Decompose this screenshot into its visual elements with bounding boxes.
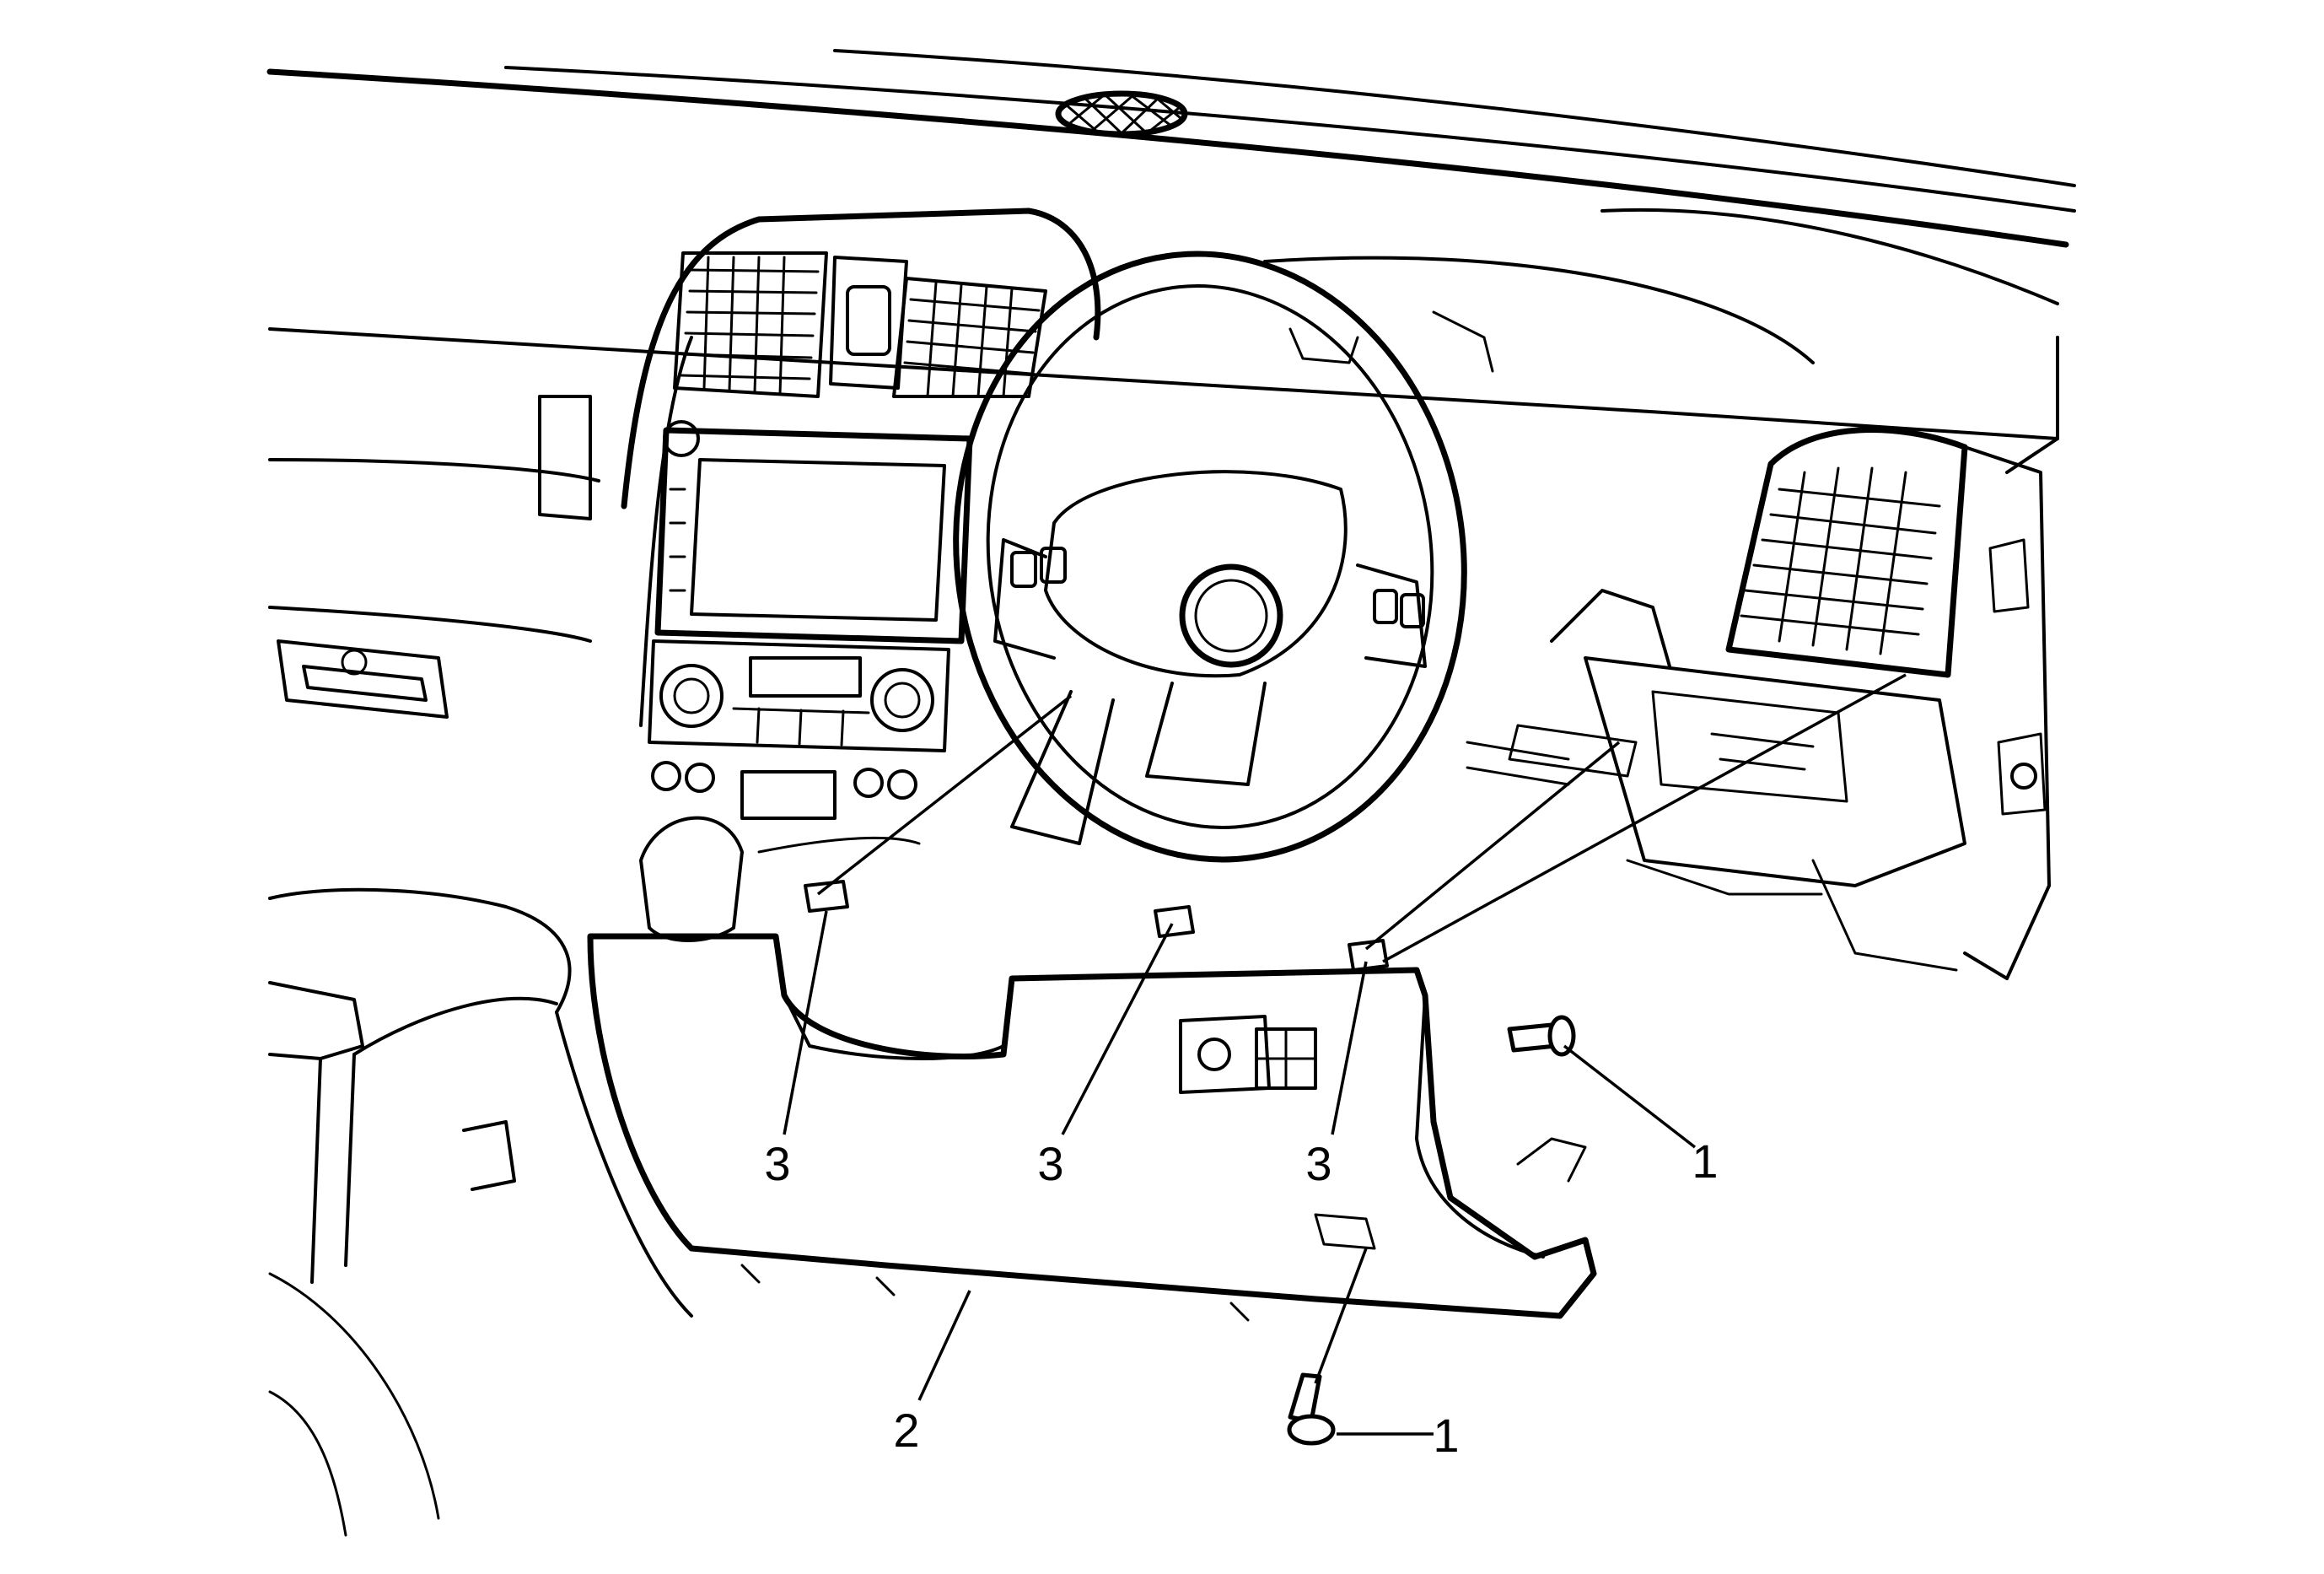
leader-lines	[783, 673, 1907, 1436]
callout-3-right-clip: 3	[1305, 1137, 1332, 1190]
lower-trim-panel	[587, 880, 1597, 1322]
callout-3-left-clip: 3	[764, 1137, 791, 1190]
callout-1-lower-screw: 1	[1433, 1409, 1460, 1462]
callout-1-upper-screw: 1	[1692, 1135, 1719, 1188]
center-stack	[621, 208, 1101, 942]
callout-3-center-clip: 3	[1037, 1137, 1064, 1190]
upper-dashboard	[266, 49, 2076, 643]
screws	[1287, 1015, 1576, 1446]
callout-2-trim-panel: 2	[893, 1404, 920, 1457]
glovebox-area	[277, 395, 592, 719]
right-dash-structure	[1466, 336, 2059, 980]
defroster-grille	[1055, 90, 1188, 137]
steering-wheel	[953, 251, 1494, 863]
left-console	[268, 887, 693, 1537]
